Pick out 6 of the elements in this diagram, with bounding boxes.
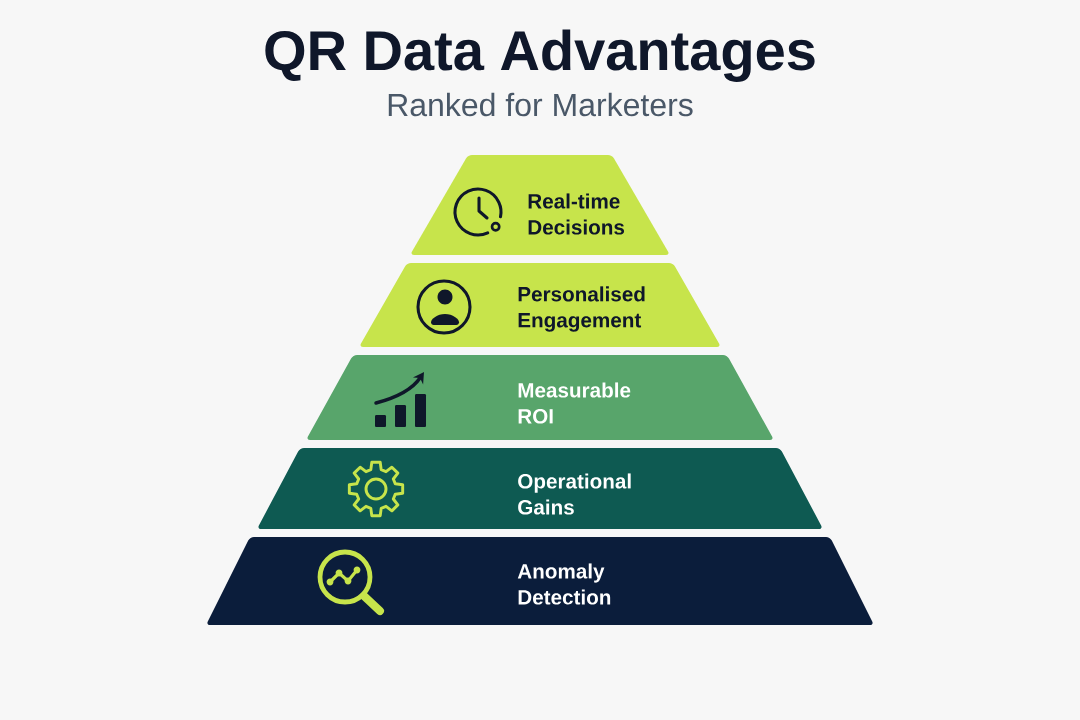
pyramid-layer: Anomaly Detection <box>207 537 873 625</box>
pyramid-layer: Operational Gains <box>258 448 822 529</box>
subtitle: Ranked for Marketers <box>388 92 693 117</box>
pyramid-layer: Real-time Decisions <box>411 155 669 255</box>
pyramid-layer: Personalised Engagement <box>360 263 720 347</box>
title: QR Data Advantages <box>265 29 815 82</box>
